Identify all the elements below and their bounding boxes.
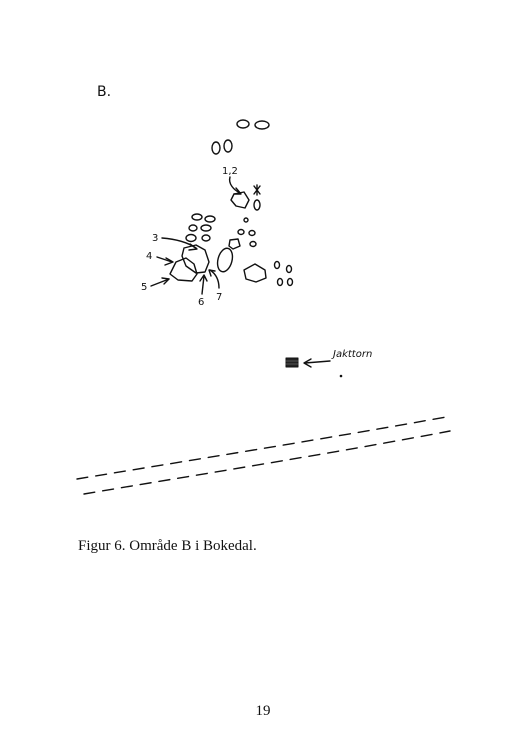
dot — [339, 374, 343, 378]
hunting-tower-label: Jakttorn — [331, 349, 372, 360]
arrow-head — [164, 257, 174, 266]
stone — [253, 199, 261, 211]
stone — [248, 229, 256, 237]
arrow — [156, 256, 173, 263]
road-line-upper — [76, 416, 447, 480]
stone — [211, 141, 221, 155]
stone — [249, 240, 257, 248]
arrow — [201, 275, 205, 295]
stone — [201, 234, 211, 242]
stone — [285, 264, 293, 274]
stone — [243, 263, 267, 283]
stone — [191, 213, 203, 221]
arrow — [228, 176, 241, 194]
stone — [204, 215, 216, 223]
arrow-head — [161, 277, 170, 285]
stone — [185, 233, 197, 243]
page-number: 19 — [255, 703, 271, 719]
stone — [286, 277, 294, 287]
stone — [254, 120, 270, 130]
stone — [216, 247, 234, 273]
stone — [230, 191, 250, 209]
stone-label-1-2: 1,2 — [222, 166, 238, 177]
arrow — [209, 269, 220, 289]
stone — [236, 119, 250, 129]
area-label: B. — [97, 84, 111, 100]
arrow-head — [208, 269, 216, 277]
stone — [237, 228, 245, 236]
stone-label-3: 3 — [152, 233, 158, 244]
figure-caption: Figur 6. Område B i Bokedal. — [78, 538, 257, 554]
road-line-lower — [83, 430, 451, 495]
stone-label-7: 7 — [216, 292, 222, 303]
site-sketch: B. 1,2 3 — [76, 84, 451, 495]
arrow — [150, 278, 170, 287]
arrow-head — [303, 358, 312, 368]
stone-label-4: 4 — [146, 251, 152, 262]
hunting-tower-symbol — [285, 357, 299, 368]
stone — [228, 238, 241, 250]
arrow — [304, 360, 331, 364]
stone-label-6: 6 — [198, 297, 204, 308]
stone — [169, 257, 198, 282]
stone-label-5: 5 — [141, 282, 147, 293]
arrow-head — [199, 274, 208, 282]
star-marker — [253, 184, 261, 196]
stone — [223, 139, 233, 153]
stone — [188, 224, 198, 232]
stone — [200, 224, 212, 232]
stone — [243, 217, 249, 223]
stone — [273, 260, 281, 270]
stone — [276, 277, 284, 287]
